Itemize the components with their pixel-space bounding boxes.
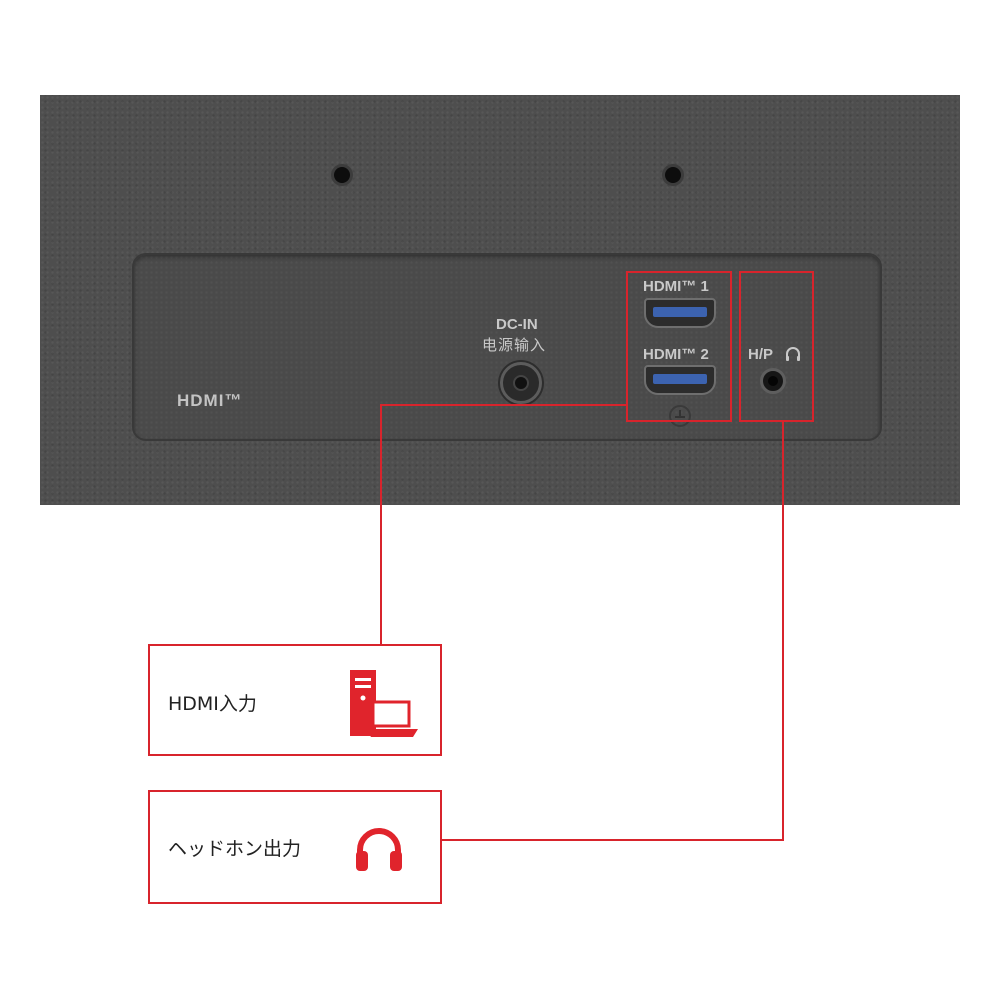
hdmi2-port (644, 365, 716, 395)
headphone-jack-hole (768, 376, 778, 386)
hdmi-logo: HDMI™ (177, 391, 243, 410)
headphone-port-symbol-icon (786, 347, 800, 361)
hdmi1-port-tongue (653, 307, 707, 317)
hdmi2-port-tongue (653, 374, 707, 384)
pc-laptop-icon (350, 670, 418, 737)
hdmi1-port (644, 298, 716, 328)
headphones-icon (356, 828, 402, 871)
hdmi2-label: HDMI™ 2 (643, 346, 709, 363)
hdmi-input-callout: HDMI入力 (148, 644, 442, 756)
vesa-screw-hole-right (665, 167, 681, 183)
headphone-leader-line (440, 421, 784, 841)
headphone-jack (760, 368, 786, 394)
hdmi-leader-line (380, 404, 627, 645)
headphone-output-callout: ヘッドホン出力 (148, 790, 442, 904)
headphone-port-highlight (739, 271, 814, 422)
hdmi-ports-highlight (626, 271, 732, 422)
hdmi1-label: HDMI™ 1 (643, 278, 709, 295)
dc-in-label: DC-IN (496, 316, 538, 333)
dc-in-jack-pin (513, 375, 529, 391)
headphone-port-label: H/P (748, 346, 774, 363)
dc-in-sublabel: 电源输入 (482, 337, 547, 354)
port-panel (132, 253, 882, 441)
dc-in-jack (500, 362, 542, 404)
ground-symbol-icon (669, 405, 691, 427)
hdmi-input-label: HDMI入力 (168, 693, 257, 715)
vesa-screw-hole-left (334, 167, 350, 183)
headphone-output-label: ヘッドホン出力 (168, 838, 302, 860)
